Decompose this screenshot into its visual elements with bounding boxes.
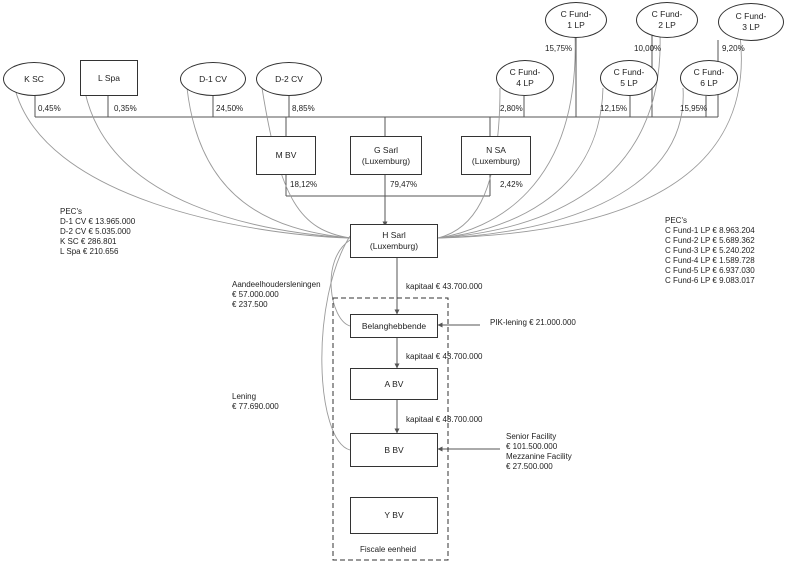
- c-fund-2-line2: 2 LP: [658, 20, 676, 30]
- b-bv-label: B BV: [384, 444, 404, 455]
- lening: Lening € 77.690.000: [232, 392, 279, 412]
- c-fund-5-pct: 12,15%: [600, 104, 628, 113]
- y-bv-label: Y BV: [384, 510, 404, 520]
- lening-amount: € 77.690.000: [232, 402, 279, 411]
- g-sarl-line2: (Luxemburg): [361, 155, 411, 166]
- senior-facility-amount: € 101.500.000: [506, 442, 558, 451]
- m-bv-pct: 18,12%: [290, 180, 318, 189]
- aandeelhoudersleningen-amount: € 57.000.000: [232, 290, 279, 299]
- g-sarl-pct: 79,47%: [390, 180, 418, 189]
- fiscale-eenheid-box: [332, 297, 449, 561]
- c-fund-6-node: C Fund- 6 LP: [680, 60, 738, 96]
- aandeelhoudersleningen-title: Aandeelhoudersleningen: [232, 280, 321, 289]
- pecs-right-line: C Fund-1 LP € 8.963.204: [665, 226, 755, 235]
- aandeelhoudersleningen: Aandeelhoudersleningen € 57.000.000 € 23…: [232, 280, 321, 310]
- ownership-bar-middle: [285, 117, 491, 136]
- c-fund-3-pct: 9,20%: [722, 44, 745, 53]
- h-sarl-line2: (Luxemburg): [369, 241, 419, 251]
- aandeelhoudersleningen-amount: € 237.500: [232, 300, 268, 309]
- pecs-right-line: C Fund-2 LP € 5.689.362: [665, 236, 755, 245]
- d2-cv-node: D-2 CV: [256, 62, 322, 96]
- l-spa-node: L Spa: [80, 60, 138, 96]
- pecs-right-line: C Fund-4 LP € 1.589.728: [665, 256, 755, 265]
- mezzanine-facility-amount: € 27.500.000: [506, 462, 553, 471]
- c-fund-2-pct: 10,00%: [634, 44, 662, 53]
- c-fund-6-pct: 15,95%: [680, 104, 708, 113]
- belanghebbende-label: Belanghebbende: [361, 320, 427, 331]
- n-sa-pct: 2,42%: [500, 180, 523, 189]
- pecs-right-line: C Fund-3 LP € 5.240.202: [665, 246, 755, 255]
- facilities: Senior Facility € 101.500.000 Mezzanine …: [506, 432, 572, 472]
- h-sarl-node: H Sarl (Luxemburg): [350, 224, 438, 258]
- pecs-right-line: C Fund-6 LP € 9.083.017: [665, 276, 755, 285]
- g-sarl-node: G Sarl (Luxemburg): [350, 136, 422, 175]
- pecs-left-line: D-1 CV € 13.965.000: [60, 217, 136, 226]
- pecs-left-line: L Spa € 210.656: [60, 247, 119, 256]
- c-fund-6-line1: C Fund-: [693, 67, 725, 77]
- n-sa-line1: N SA: [486, 144, 506, 155]
- a-bv-node: A BV: [350, 368, 438, 400]
- c-fund-4-line2: 4 LP: [516, 78, 534, 88]
- m-bv-node: M BV: [256, 136, 316, 175]
- c-fund-1-line2: 1 LP: [567, 20, 585, 30]
- b-bv-node: B BV: [350, 433, 438, 467]
- senior-facility-title: Senior Facility: [506, 432, 557, 441]
- belanghebbende-node: Belanghebbende: [350, 314, 438, 338]
- c-fund-2-line1: C Fund-: [651, 9, 683, 19]
- c-fund-3-line1: C Fund-: [735, 11, 767, 21]
- c-fund-1-node: C Fund- 1 LP: [545, 2, 607, 38]
- fiscale-eenheid-label: Fiscale eenheid: [360, 545, 417, 554]
- pik-lening: PIK-lening € 21.000.000: [490, 318, 576, 327]
- pecs-left-title: PEC's: [60, 207, 82, 216]
- g-sarl-line1: G Sarl: [373, 144, 399, 155]
- capital-h-to-belanghebbende: kapitaal € 43.700.000: [406, 282, 483, 291]
- mezzanine-facility-title: Mezzanine Facility: [506, 452, 572, 461]
- c-fund-3-line2: 3 LP: [742, 22, 760, 32]
- c-fund-1-pct: 15,75%: [545, 44, 573, 53]
- c-fund-5-line2: 5 LP: [620, 78, 638, 88]
- y-bv-node: Y BV: [350, 497, 438, 534]
- l-spa-pct: 0,35%: [114, 104, 137, 113]
- c-fund-2-node: C Fund- 2 LP: [636, 2, 698, 38]
- k-sc-node: K SC: [3, 62, 65, 96]
- h-sarl-line1: H Sarl: [382, 230, 406, 240]
- pecs-right: PEC's C Fund-1 LP € 8.963.204 C Fund-2 L…: [665, 216, 755, 286]
- l-spa-label: L Spa: [98, 72, 120, 83]
- pecs-left-line: D-2 CV € 5.035.000: [60, 227, 131, 236]
- capital-a-to-b: kapitaal € 43.700.000: [406, 415, 483, 424]
- c-fund-4-line1: C Fund-: [509, 67, 541, 77]
- d1-cv-node: D-1 CV: [180, 62, 246, 96]
- d1-cv-label: D-1 CV: [199, 73, 227, 84]
- d2-cv-label: D-2 CV: [275, 73, 303, 84]
- c-fund-3-node: C Fund- 3 LP: [718, 3, 784, 41]
- pecs-right-line: C Fund-5 LP € 6.937.030: [665, 266, 755, 275]
- pecs-left: PEC's D-1 CV € 13.965.000 D-2 CV € 5.035…: [60, 207, 135, 257]
- c-fund-5-line1: C Fund-: [613, 67, 645, 77]
- pecs-right-title: PEC's: [665, 216, 687, 225]
- c-fund-1-line1: C Fund-: [560, 9, 592, 19]
- c-fund-6-line2: 6 LP: [700, 78, 718, 88]
- c-fund-4-pct: 2,80%: [500, 104, 523, 113]
- c-fund-5-node: C Fund- 5 LP: [600, 60, 658, 96]
- a-bv-label: A BV: [384, 378, 404, 389]
- n-sa-line2: (Luxemburg): [471, 155, 521, 166]
- n-sa-node: N SA (Luxemburg): [461, 136, 531, 175]
- lening-title: Lening: [232, 392, 257, 401]
- d1-cv-pct: 24,50%: [216, 104, 244, 113]
- capital-belanghebbende-to-a: kapitaal € 43.700.000: [406, 352, 483, 361]
- k-sc-label: K SC: [24, 73, 44, 84]
- k-sc-pct: 0,45%: [38, 104, 61, 113]
- pecs-left-line: K SC € 286.801: [60, 237, 117, 246]
- d2-cv-pct: 8,85%: [292, 104, 315, 113]
- c-fund-4-node: C Fund- 4 LP: [496, 60, 554, 96]
- m-bv-label: M BV: [275, 150, 297, 160]
